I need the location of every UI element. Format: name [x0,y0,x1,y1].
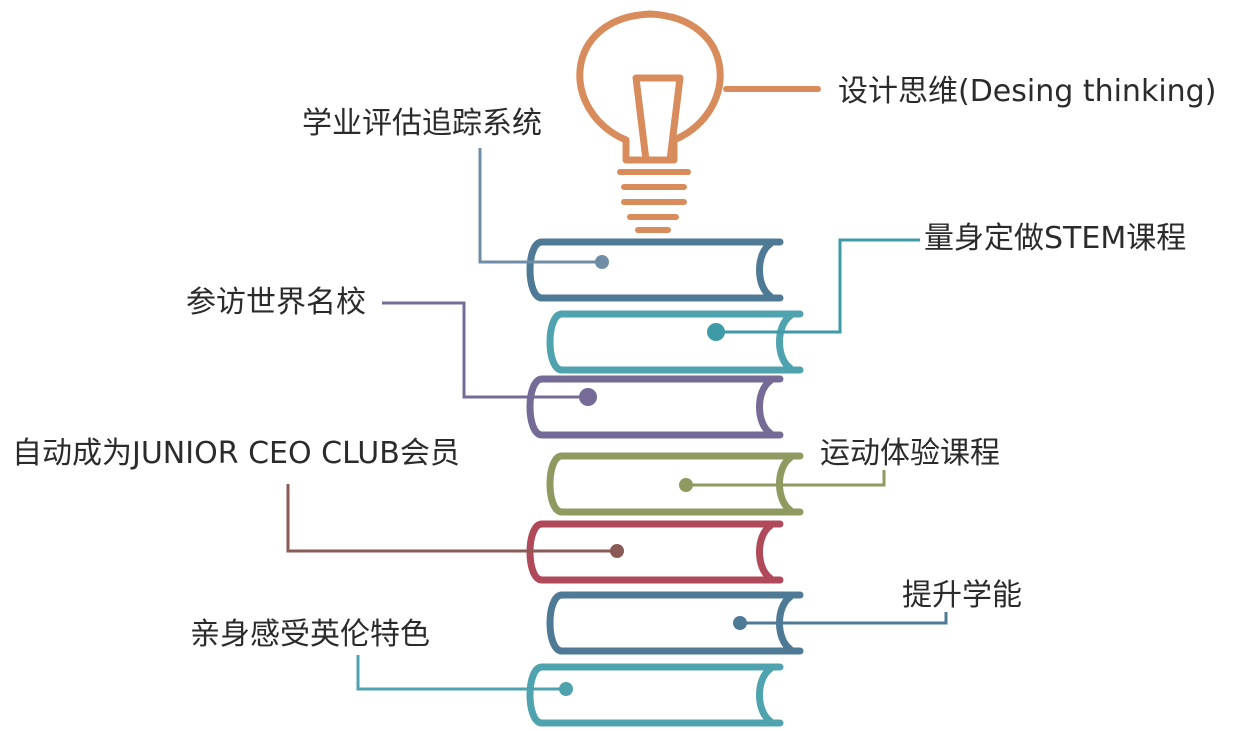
label-design-thinking: 设计思维(Desing thinking) [838,74,1217,109]
dot-british [559,682,573,696]
dot-ceo [610,544,624,558]
bulb-glass [576,10,724,164]
label-sports: 运动体验课程 [820,436,1000,471]
connector-sports [686,470,886,487]
bulb-filament [632,74,684,164]
label-british: 亲身感受英伦特色 [190,617,430,652]
book-3-outline [526,375,784,439]
label-ceo-club: 自动成为JUNIOR CEO CLUB会员 [12,436,460,471]
light-bulb-icon [576,10,821,233]
book-7-outline [526,663,784,727]
connector-ability [740,612,948,625]
label-stem: 量身定做STEM课程 [924,221,1187,256]
book-7-pages [756,665,774,725]
connector-tracking [478,148,602,264]
book-2-pages [776,312,794,372]
connector-stem [716,238,920,334]
book-7 [526,663,784,727]
book-2-outline [546,310,804,374]
book-1-pages [756,240,774,300]
label-visit: 参访世界名校 [186,285,366,320]
book-2 [546,310,804,374]
dot-sports [679,478,693,492]
dot-visit [579,388,597,406]
connector-british [356,655,566,691]
book-6-outline [546,591,804,655]
book-1-outline [526,238,784,302]
book-3-pages [756,377,774,437]
dot-ability [733,616,747,630]
connector-ceo [286,484,617,553]
dot-tracking [595,255,609,269]
book-3 [526,375,784,439]
label-tracking: 学业评估追踪系统 [302,106,542,141]
dot-stem [707,323,725,341]
book-1 [526,238,784,302]
label-ability: 提升学能 [902,578,1022,613]
connector-visit [382,301,588,399]
book-5-pages [756,522,774,582]
book-4-outline [546,452,804,516]
